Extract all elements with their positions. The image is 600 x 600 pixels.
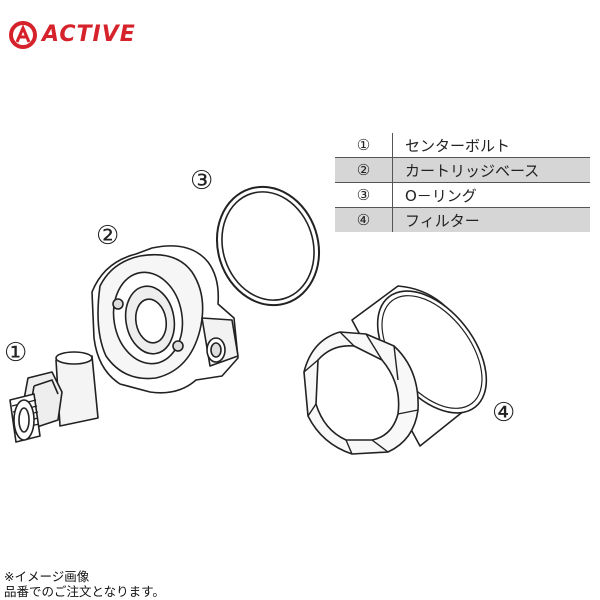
legend-number: ①	[335, 133, 393, 158]
legend-number: ③	[335, 182, 393, 208]
center-bolt-drawing	[9, 351, 99, 443]
legend-number: ④	[335, 207, 393, 232]
o-ring-drawing	[215, 185, 321, 307]
filter-drawing	[303, 285, 488, 455]
brand-name: ACTIVE	[42, 22, 136, 47]
legend-row: ④ フィルター	[335, 207, 590, 232]
legend-row: ① センターボルト	[335, 133, 590, 158]
cartridge-base-drawing	[91, 245, 239, 394]
callout-o-ring: ③	[190, 166, 214, 196]
legend-row: ② カートリッジベース	[335, 157, 590, 183]
legend-part-name: O－リング	[405, 186, 477, 205]
callout-cartridge-base: ②	[96, 221, 120, 251]
order-note: 品番でのご注文となります。	[4, 584, 165, 599]
callout-center-bolt: ①	[4, 338, 28, 368]
active-logo-icon	[9, 21, 37, 49]
callout-filter: ④	[492, 398, 516, 428]
brand-logo: ACTIVE	[8, 20, 136, 50]
image-note: ※イメージ画像	[4, 569, 90, 584]
legend-row: ③ O－リング	[335, 182, 590, 208]
legend-number: ②	[335, 157, 393, 183]
legend-part-name: カートリッジベース	[392, 157, 590, 183]
parts-legend: ① センターボルト ② カートリッジベース ③ O－リング ④ フィルター	[335, 133, 590, 232]
legend-part-name: フィルター	[392, 207, 590, 232]
legend-part-name: センターボルト	[405, 136, 511, 155]
